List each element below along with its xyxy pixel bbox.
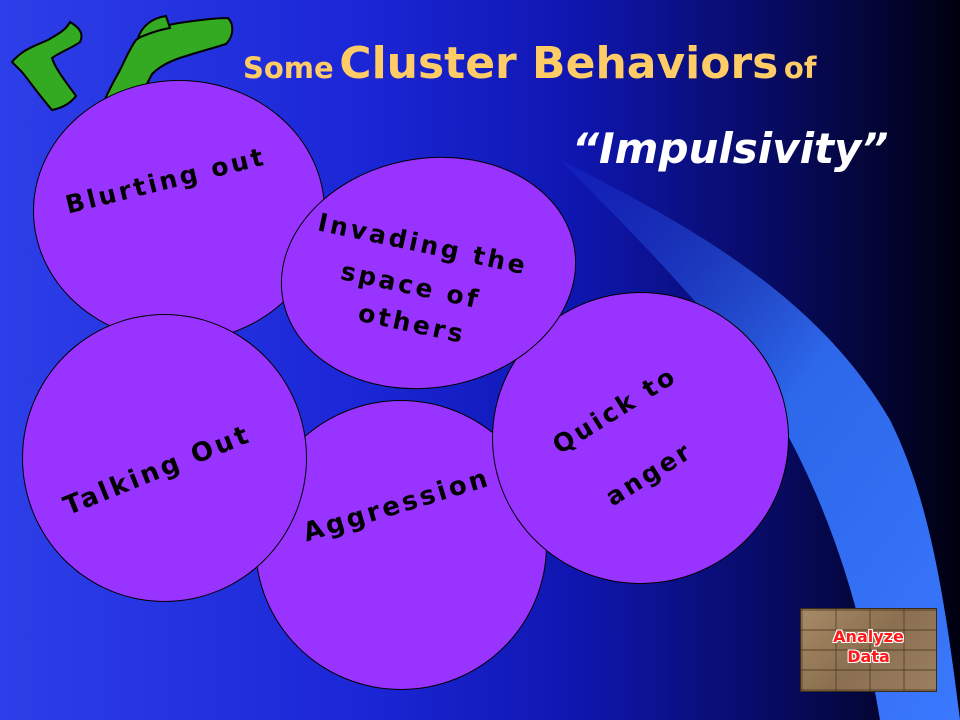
analyze-data-line2: Data <box>847 647 890 666</box>
bubble-label-talking-out: Talking Out <box>59 419 256 522</box>
bubble-label-aggression: Aggression <box>299 462 494 549</box>
bubble-label-quick-line1: Quick to <box>547 360 683 460</box>
title-cluster-behaviors: Cluster Behaviors <box>339 38 779 89</box>
bubble-talking-out: Talking Out <box>22 314 307 602</box>
bubble-blurting-out: Blurting out <box>33 80 325 342</box>
slide-subtitle: “Impulsivity” <box>572 124 889 173</box>
bubble-label-quick-line2: anger <box>600 435 698 512</box>
bubble-label-blurting-out: Blurting out <box>62 141 269 220</box>
title-some: Some <box>243 51 334 85</box>
analyze-data-line1: Analyze <box>833 627 904 646</box>
analyze-data-button[interactable]: Analyze Data <box>800 608 937 692</box>
bubble-quick-to-anger: Quick to anger <box>492 292 789 584</box>
title-of: of <box>783 51 817 85</box>
slide-title: Some Cluster Behaviors of <box>243 38 816 89</box>
